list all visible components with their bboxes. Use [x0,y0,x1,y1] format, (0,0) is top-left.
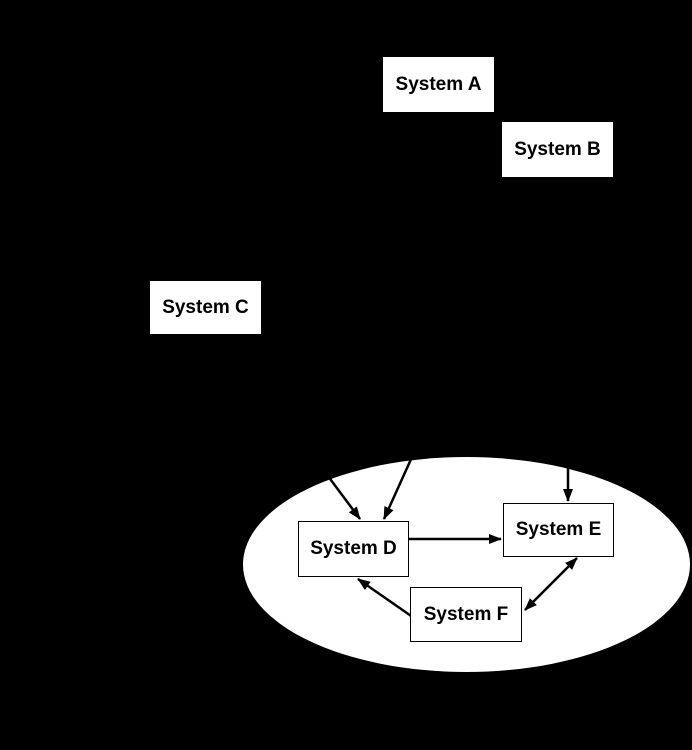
edge-b-to-d [382,175,541,520]
node-system-a-label: System A [395,73,482,95]
edge-c-to-d [220,333,362,520]
node-system-e: System E [503,503,614,557]
node-system-d: System D [298,521,409,577]
node-system-a: System A [383,57,494,112]
node-system-e-label: System E [515,519,602,540]
node-system-c-label: System C [162,296,249,318]
node-system-b-label: System B [514,138,601,160]
edge-f-to-d [357,577,415,620]
node-system-f: System F [410,587,522,642]
node-system-f-label: System F [423,603,509,625]
edge-e-to-f-double [524,557,578,611]
node-system-d-label: System D [310,538,397,559]
node-system-b: System B [502,122,613,177]
node-system-c: System C [150,281,261,334]
